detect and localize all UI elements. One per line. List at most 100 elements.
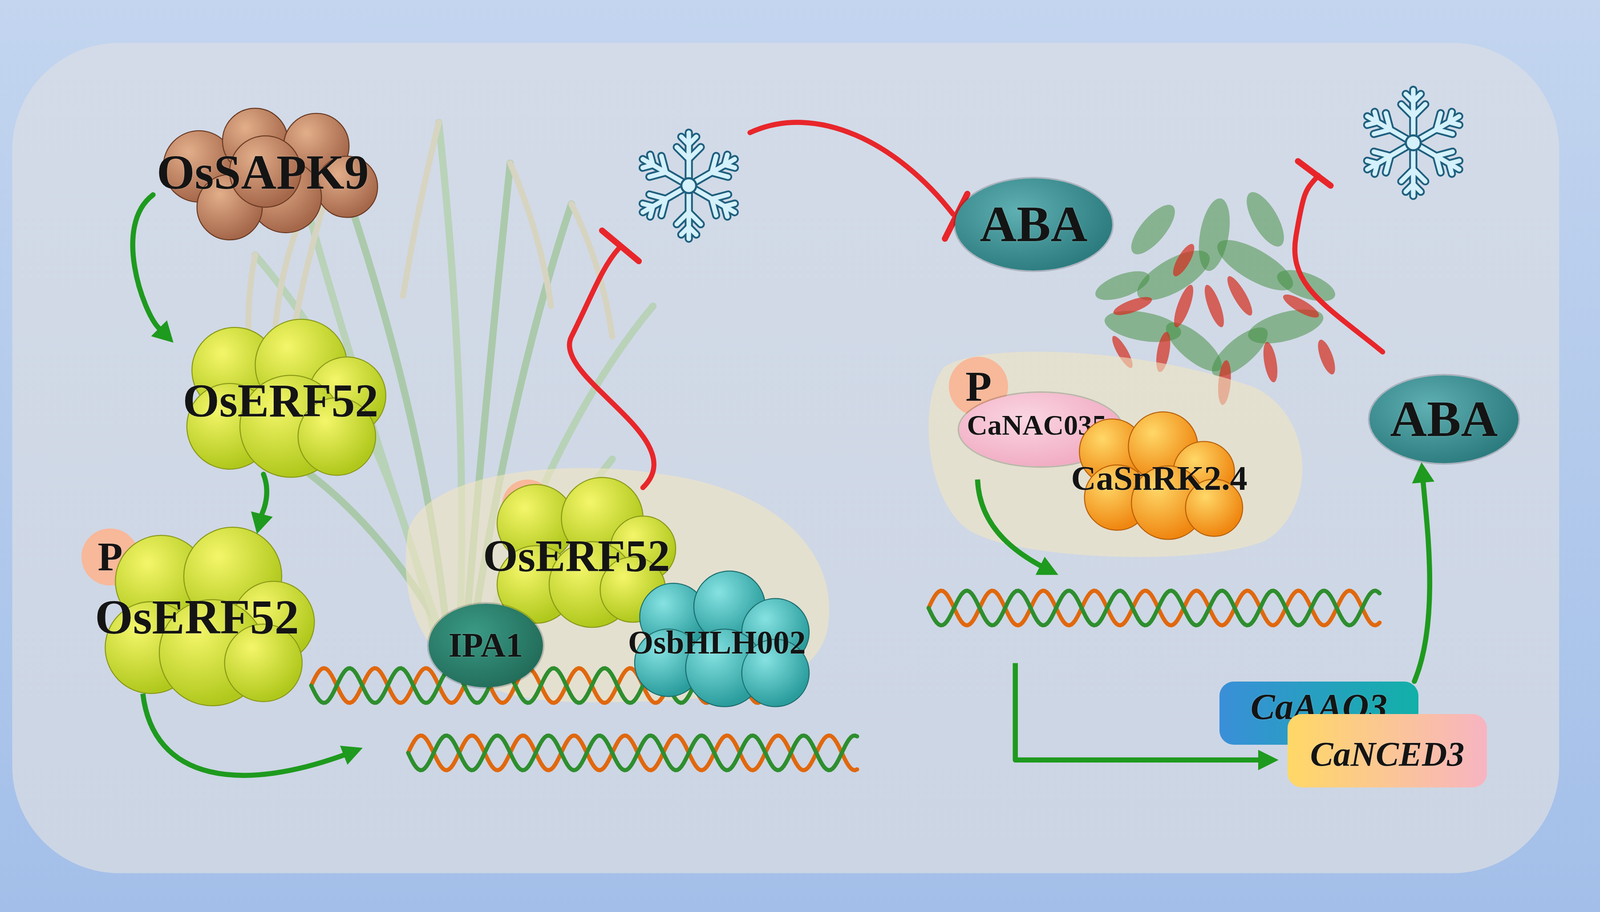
snowflake-arm xyxy=(650,154,653,166)
pepper-fruit xyxy=(1111,293,1155,319)
snowflake-arm xyxy=(711,156,717,173)
snowflake-arm xyxy=(1405,184,1414,192)
snowflake-arm xyxy=(650,154,653,166)
edge-line xyxy=(1414,482,1430,682)
pepper-fruit xyxy=(1200,283,1228,330)
rice-grain xyxy=(510,163,551,307)
pepper-fruit xyxy=(1223,273,1257,319)
pepper-fruit xyxy=(1169,241,1199,280)
snowflake-arm xyxy=(724,165,735,168)
snowflake-arm xyxy=(1436,151,1453,157)
snowflake-arm xyxy=(724,206,728,217)
protein-cluster: OsERF52 xyxy=(89,530,304,705)
pepper-fruit xyxy=(1314,337,1339,377)
snowflake-arm xyxy=(649,172,666,178)
snowflake-arm xyxy=(681,226,689,235)
inhibition-line xyxy=(749,122,953,215)
snowflake-arm xyxy=(1436,151,1453,157)
snowflake-arm xyxy=(1449,122,1460,126)
complex-region xyxy=(928,351,1303,558)
snowflake-arm xyxy=(649,194,666,199)
snowflake-arm xyxy=(661,198,666,216)
activation-edge xyxy=(132,194,174,344)
snowflake-arm xyxy=(1449,122,1460,126)
node-label: OsERF52 xyxy=(94,592,300,642)
protein-cluster: OsSAPK9 xyxy=(153,110,373,235)
snowflake-arm xyxy=(711,198,717,216)
node-label: OsERF52 xyxy=(182,377,379,425)
snowflake-arm xyxy=(1374,111,1378,122)
protein-cluster: OsbHLH002 xyxy=(617,576,817,709)
snowflake-arm xyxy=(1436,129,1453,134)
node-label: CaSnRK2.4 xyxy=(1070,461,1248,497)
edge-line xyxy=(132,194,159,329)
snowflake-arm xyxy=(649,172,666,178)
inhibition-bar xyxy=(602,230,640,262)
snowflake-arm xyxy=(1401,169,1414,182)
arrow-head xyxy=(150,320,174,343)
snowflake-arm xyxy=(688,147,701,160)
snowflake xyxy=(642,132,735,239)
node-label: OsbHLH002 xyxy=(627,626,807,660)
snowflake-arm xyxy=(649,194,666,199)
dna-strand xyxy=(928,591,1380,626)
activation-edge xyxy=(251,474,273,535)
molecule-ellipse: ABA xyxy=(955,178,1113,271)
node-label: ABA xyxy=(1389,393,1498,446)
snowflake-arm xyxy=(1449,163,1452,175)
dna-strand xyxy=(408,735,858,771)
snowflake-arm xyxy=(642,203,653,207)
dna-strand xyxy=(408,735,858,771)
snowflake-arm xyxy=(688,212,701,225)
snowflake-arm xyxy=(661,156,666,173)
edge-line xyxy=(261,474,267,515)
snowflake-arm xyxy=(724,206,728,217)
snowflake-arm xyxy=(1413,169,1426,182)
inhibition-bar xyxy=(1297,161,1331,186)
activation-edge xyxy=(1412,462,1435,682)
molecule-ellipse: ABA xyxy=(1369,375,1519,464)
snowflake-arm xyxy=(1401,104,1414,117)
panel xyxy=(12,42,1560,874)
node-label: CaNCED3 xyxy=(1310,737,1465,773)
snowflake-arm xyxy=(688,136,697,145)
protein-cluster: OsERF52 xyxy=(173,324,388,478)
snowflake-arm xyxy=(724,165,735,168)
pepper-leaf xyxy=(1239,186,1292,253)
snowflake-arm xyxy=(676,212,689,225)
snowflake xyxy=(1367,89,1460,196)
snowflake-arm xyxy=(1413,93,1421,102)
snowflake-core xyxy=(1405,135,1421,150)
inhibition-line xyxy=(569,249,654,489)
node-label: OsSAPK9 xyxy=(156,147,369,197)
snowflake-arm xyxy=(1436,113,1441,130)
pepper-leaf xyxy=(1193,196,1235,274)
snowflake-arm xyxy=(1367,160,1378,164)
pepper-fruit xyxy=(1170,283,1197,330)
pepper-fruit xyxy=(1260,340,1280,384)
snowflake-arm xyxy=(1385,156,1391,173)
node-label: OsERF52 xyxy=(482,534,670,580)
snowflake-arm xyxy=(642,203,653,207)
snowflake-arm xyxy=(1373,151,1391,157)
snowflake-arm xyxy=(1373,151,1391,157)
gene-box: CaNCED3 xyxy=(1287,714,1487,788)
inhibition-line xyxy=(1294,175,1383,353)
snowflake-arm xyxy=(1373,129,1391,134)
snowflake-core xyxy=(681,178,697,194)
snowflake-arm xyxy=(1385,113,1391,130)
snowflake-arm xyxy=(1413,104,1426,117)
pepper-leaf xyxy=(1123,198,1183,262)
node-label: IPA1 xyxy=(448,628,523,664)
node-label: ABA xyxy=(980,198,1088,251)
snowflake-arm xyxy=(711,194,729,199)
snowflake-arm xyxy=(1367,160,1378,164)
snowflake-arm xyxy=(1449,163,1452,175)
snowflake-arm xyxy=(711,194,729,199)
snowflake-arm xyxy=(676,147,689,160)
activation-arrow xyxy=(977,479,1051,572)
snowflake-arm xyxy=(1373,129,1391,134)
snowflake-arm xyxy=(1436,156,1441,173)
